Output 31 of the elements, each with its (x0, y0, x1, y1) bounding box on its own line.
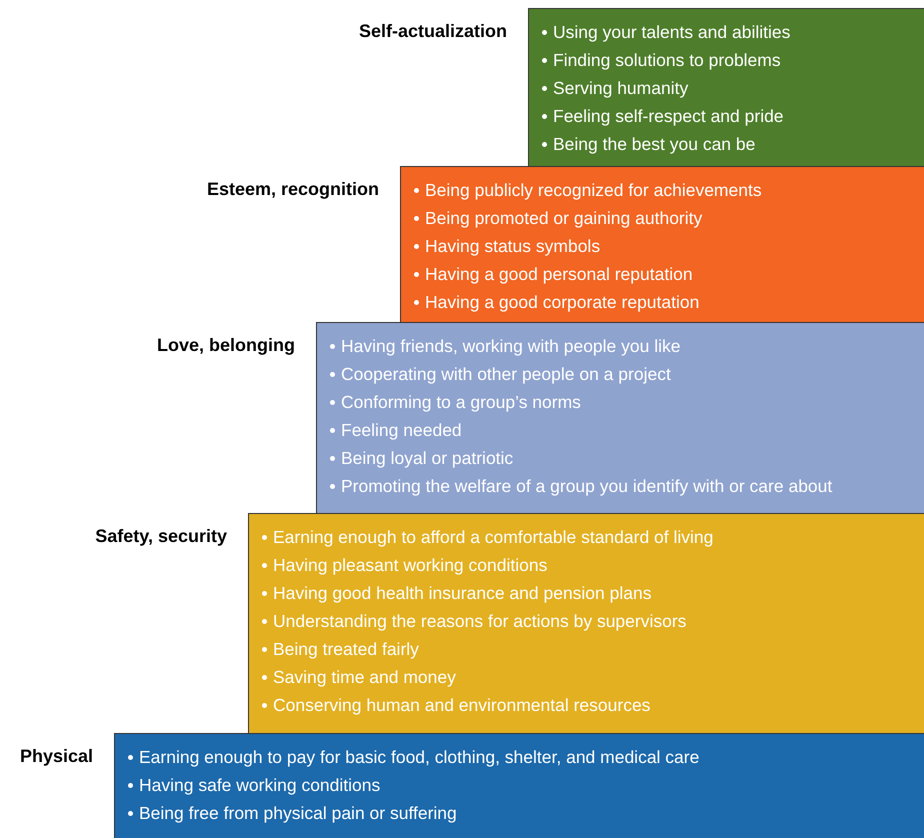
bullet-item: Earning enough to pay for basic food, clothing, shelter, and medical care (139, 746, 700, 769)
level-heading: Self-actualization (358, 21, 508, 42)
bullet-item: Feeling self-respect and pride (553, 105, 784, 128)
bullet-item: Promoting the welfare of a group you identify with or care about (341, 475, 832, 498)
bullet-item: Earning enough to afford a comfortable standard of living (273, 526, 714, 549)
level-heading: Love, belonging (157, 335, 296, 356)
bullet-item: Understanding the reasons for actions by supervisors (273, 610, 686, 633)
bullet-item: Being the best you can be (553, 133, 756, 156)
level-heading: Esteem, recognition (206, 179, 380, 200)
bullet-item: Conforming to a group’s norms (341, 391, 581, 414)
bullet-item: Having friends, working with people you like (341, 335, 680, 358)
bullet-item: Serving humanity (553, 77, 688, 100)
bullet-item: Saving time and money (273, 666, 456, 689)
level-heading: Physical (20, 746, 94, 767)
bullet-item: Conserving human and environmental resources (273, 694, 650, 717)
bullet-item: Having a good corporate reputation (425, 291, 700, 314)
bullet-item: Having status symbols (425, 235, 600, 258)
bullet-item: Being loyal or patriotic (341, 447, 514, 470)
bullet-item: Having safe working conditions (139, 774, 380, 797)
bullet-item: Cooperating with other people on a project (341, 363, 671, 386)
bullet-item: Finding solutions to problems (553, 49, 781, 72)
level-heading: Safety, security (95, 526, 228, 547)
bullet-item: Being treated fairly (273, 638, 419, 661)
bullet-item: Using your talents and abilities (553, 21, 790, 44)
bullet-item: Feeling needed (341, 419, 462, 442)
bullet-item: Having a good personal reputation (425, 263, 693, 286)
bullet-item: Having good health insurance and pension plans (273, 582, 652, 605)
bullet-item: Being publicly recognized for achievements (425, 179, 762, 202)
bullet-item: Being free from physical pain or suffering (139, 802, 457, 825)
bullet-item: Having pleasant working conditions (273, 554, 548, 577)
bullet-item: Being promoted or gaining authority (425, 207, 702, 230)
